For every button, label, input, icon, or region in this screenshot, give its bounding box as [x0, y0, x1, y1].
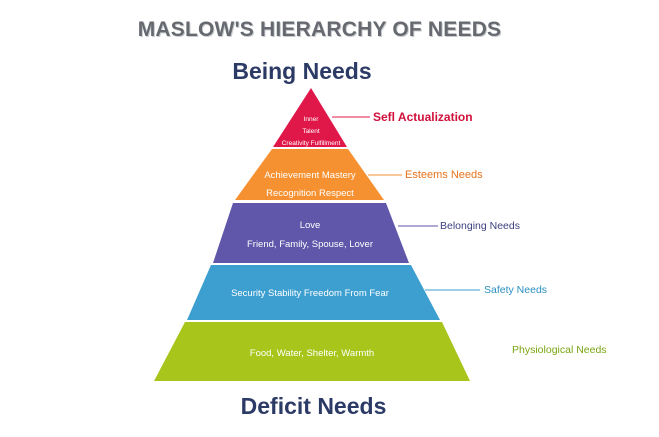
- category-label-self-actualization: Sefl Actualization: [373, 110, 473, 124]
- level-5-text: Food, Water, Shelter, Warmth: [180, 348, 444, 360]
- category-label-physiological: Physiological Needs: [512, 344, 607, 356]
- pyramid-level-5: [154, 322, 470, 381]
- level-3-line: Friend, Family, Spouse, Lover: [246, 239, 373, 250]
- pyramid-level-2: [235, 149, 384, 200]
- level-1-line: Creativity Fulfillment: [281, 140, 341, 147]
- level-3-line: Love: [299, 220, 321, 231]
- level-4-text: Security Stability Freedom From Fear: [200, 288, 420, 300]
- level-4-line: Security Stability Freedom From Fear: [231, 288, 389, 299]
- level-1-line: Inner: [303, 116, 319, 123]
- level-2-line: Achievement Mastery: [264, 170, 356, 181]
- category-label-safety: Safety Needs: [484, 284, 548, 296]
- pyramid-level-3: [213, 203, 409, 263]
- page-title: MASLOW'S HIERARCHY OF NEEDS: [137, 18, 502, 41]
- being-needs-label: Being Needs: [232, 58, 372, 84]
- pyramid-level-1: [273, 88, 347, 147]
- category-label-belonging: Belonging Needs: [440, 220, 520, 232]
- level-1-line: Talent: [302, 128, 320, 135]
- deficit-needs-label: Deficit Needs: [240, 393, 387, 419]
- category-label-esteem: Esteems Needs: [405, 169, 483, 181]
- pyramid-level-4: [187, 265, 440, 320]
- level-5-line: Food, Water, Shelter, Warmth: [249, 348, 375, 359]
- level-2-text: Achievement Mastery Recognition Respect: [240, 167, 380, 203]
- level-2-line: Recognition Respect: [266, 188, 354, 199]
- level-1-text: Inner Talent Creativity Fulfillment: [263, 114, 359, 150]
- level-3-text: Love Friend, Family, Spouse, Lover: [220, 216, 400, 254]
